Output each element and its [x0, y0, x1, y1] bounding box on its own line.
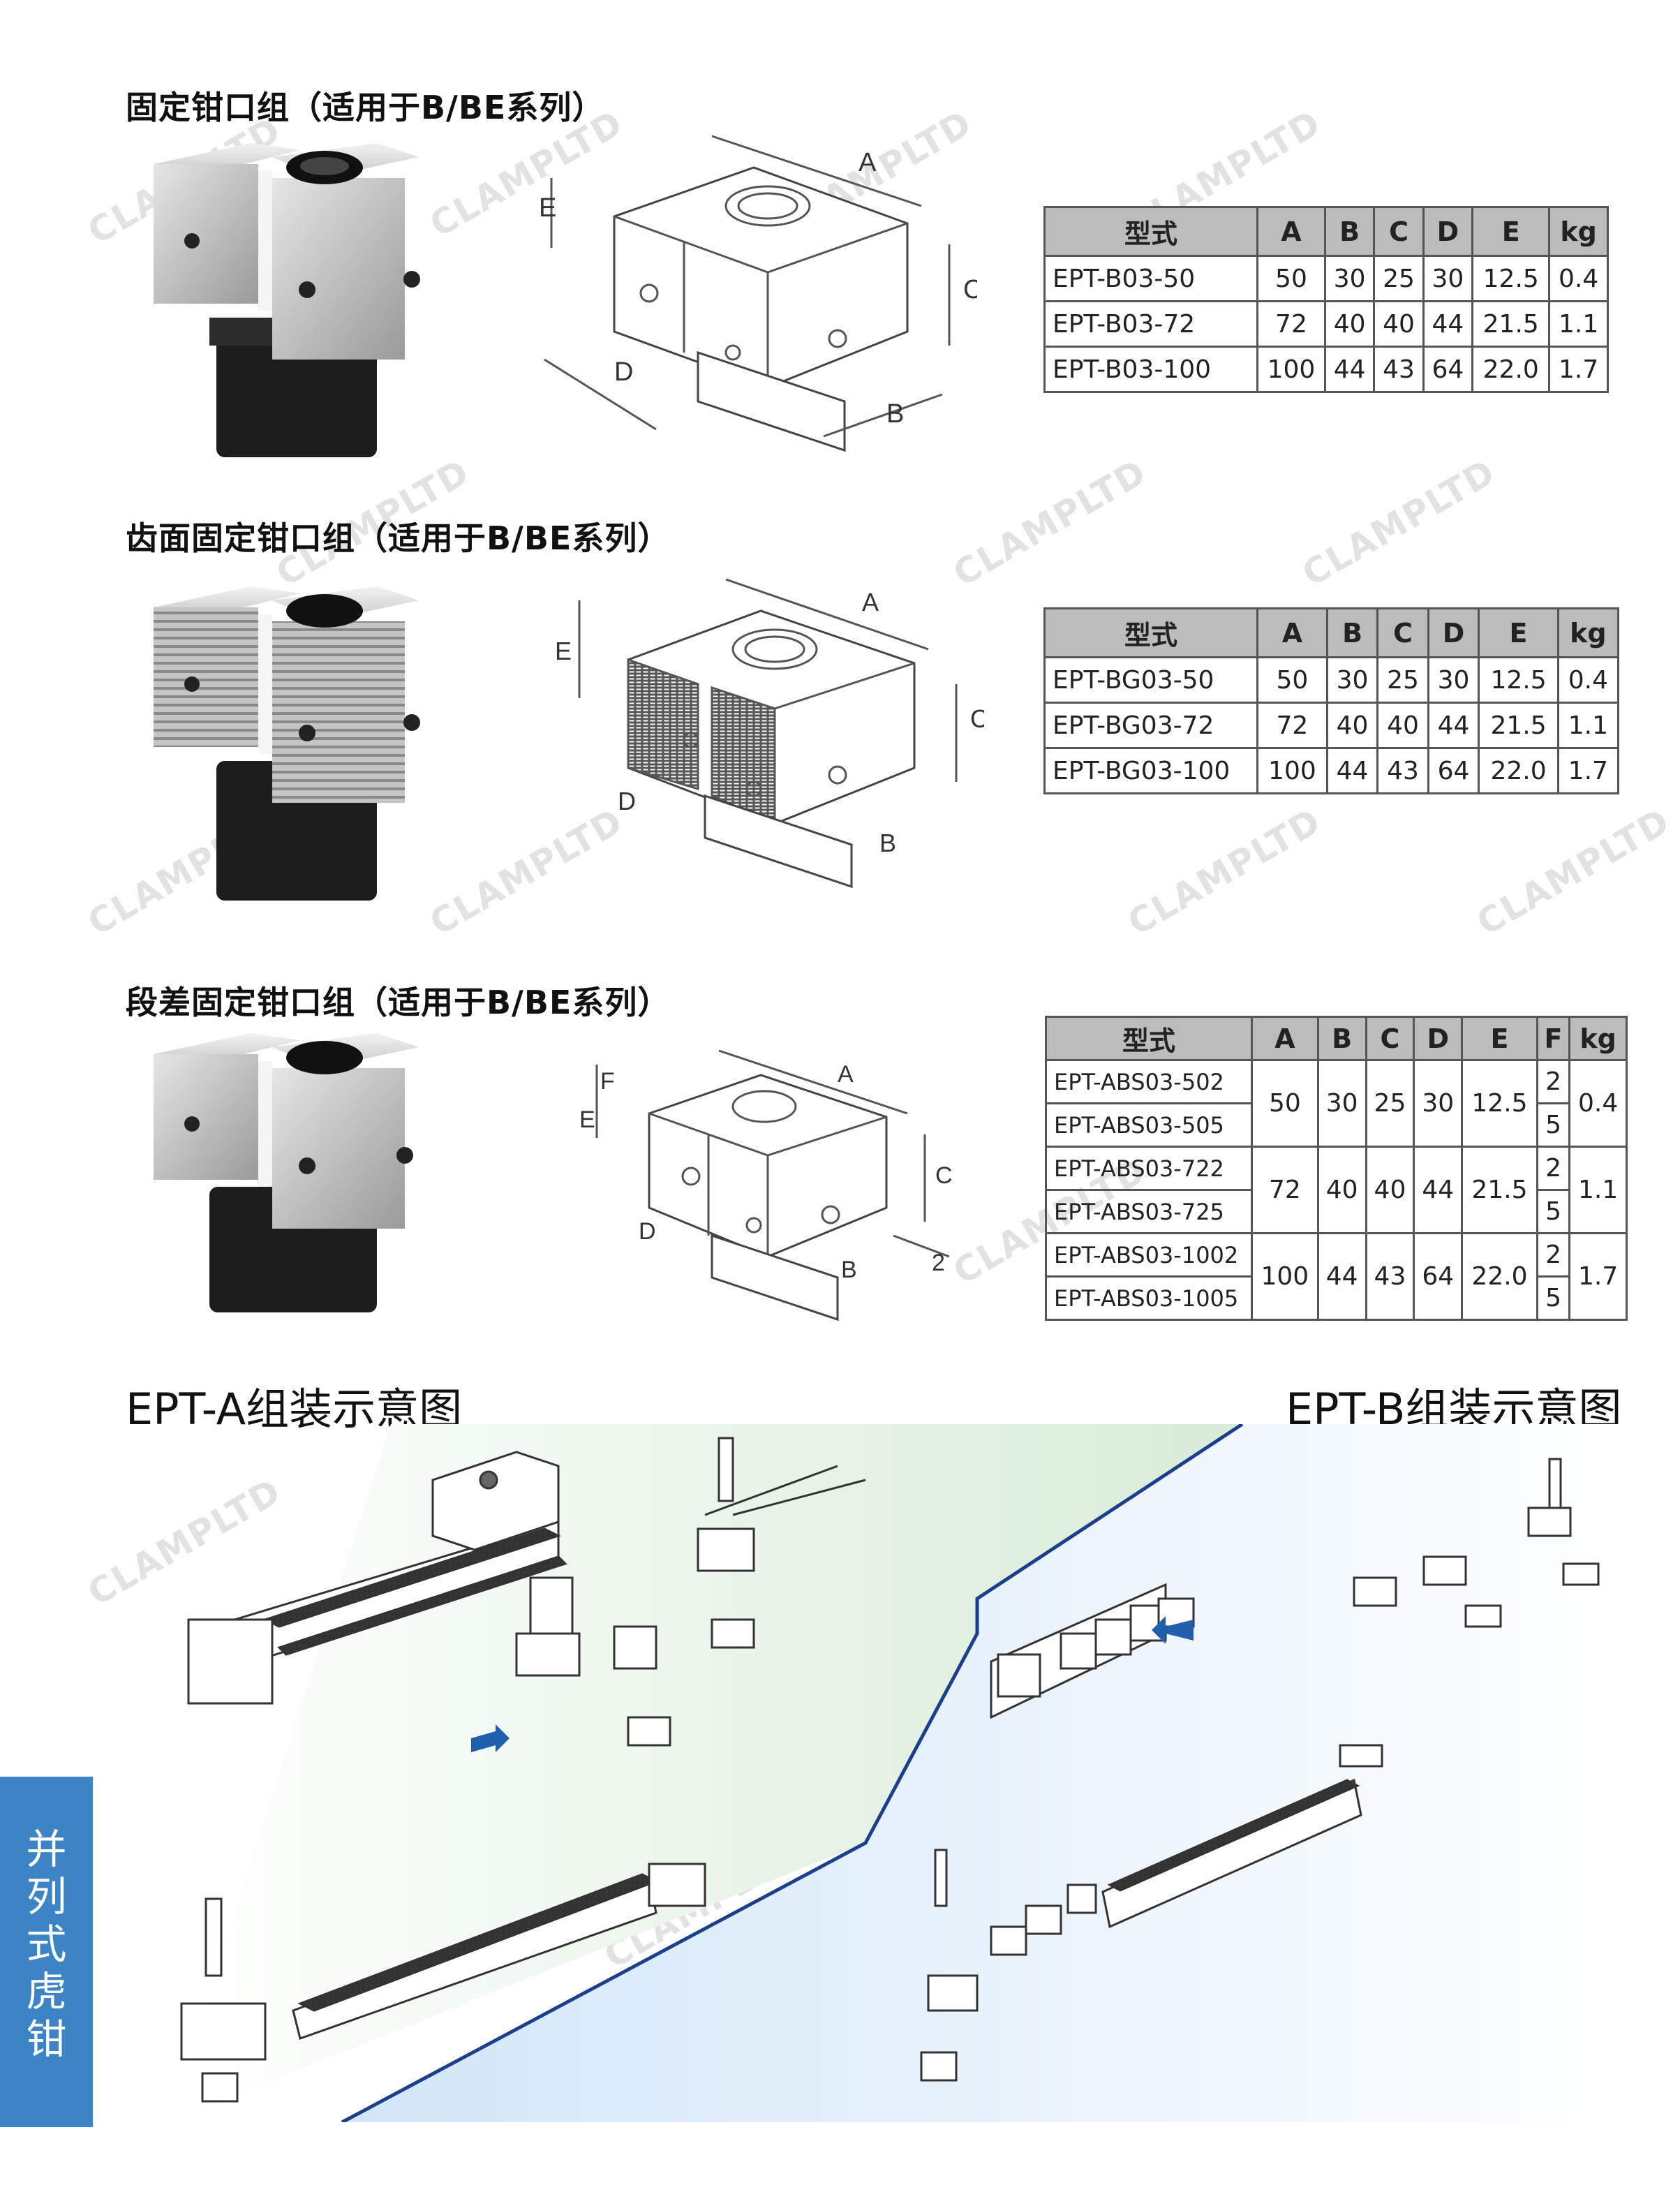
- table-header: D: [1422, 206, 1474, 257]
- assembly-diagram: [168, 1424, 1640, 2122]
- dim-label-a: A: [858, 148, 877, 177]
- dim-label-step: 2: [932, 1250, 945, 1276]
- table-header: B: [1323, 206, 1376, 257]
- dim-label-d: D: [639, 1218, 656, 1245]
- dim-label-e: E: [555, 637, 572, 665]
- background-right: [342, 1424, 1640, 2122]
- spec-table: 型式 A B C D E F kg EPT-ABS03-502 50 30 25…: [1045, 1016, 1628, 1321]
- table-header: D: [1413, 1016, 1464, 1061]
- table-header: B: [1325, 607, 1379, 658]
- dim-label-c: C: [963, 275, 977, 304]
- table-header: 型式: [1043, 607, 1258, 658]
- table-header: A: [1256, 607, 1328, 658]
- table-header: C: [1365, 1016, 1415, 1061]
- dim-label-b: B: [879, 829, 896, 857]
- jaw-photo: [154, 143, 420, 457]
- dim-label-d: D: [618, 787, 636, 815]
- dimension-drawing: A C E D B: [555, 578, 984, 889]
- table-header: kg: [1556, 607, 1620, 658]
- dimension-drawing: A C E D B: [539, 135, 977, 452]
- table-row: EPT-ABS03-502 50 30 25 30 12.5 2 0.4: [1045, 1059, 1628, 1148]
- table-header: 型式: [1045, 1016, 1253, 1061]
- dimension-drawing: A C E F D B 2: [579, 1049, 953, 1322]
- table-header: C: [1373, 206, 1425, 257]
- vise-a-assembled: [187, 1451, 567, 1705]
- watermark: CLAMPLTD: [1470, 800, 1677, 944]
- dim-label-e: E: [539, 193, 556, 223]
- vise-a-exploded-rail: [180, 1873, 659, 2103]
- dim-label-c: C: [970, 704, 984, 733]
- watermark: CLAMPLTD: [1295, 451, 1503, 595]
- table-header: A: [1256, 206, 1326, 257]
- table-row: EPT-ABS03-722 72 40 40 44 21.5 2 1.1: [1045, 1146, 1628, 1234]
- table-row: EPT-ABS03-1005 5: [1045, 1275, 1627, 1321]
- dim-label-c: C: [935, 1162, 953, 1189]
- section-title: 段差固定钳口组（适用于B/BE系列）: [126, 984, 671, 1021]
- table-row: EPT-ABS03-725 5: [1045, 1189, 1627, 1234]
- dim-label-f: F: [600, 1068, 615, 1095]
- watermark: CLAMPLTD: [1121, 800, 1328, 944]
- table-header: F: [1536, 1016, 1571, 1061]
- vise-b-assembled: [990, 1583, 1195, 1719]
- category-tab: 并 列 式 虎 钳: [0, 1777, 93, 2127]
- section-title: 齿面固定钳口组（适用于B/BE系列）: [126, 519, 671, 557]
- table-header: E: [1461, 1016, 1538, 1061]
- table-row: EPT-ABS03-505 5: [1045, 1102, 1627, 1148]
- dim-label-b: B: [886, 399, 904, 429]
- serrated-jaw-photo: [154, 586, 420, 901]
- table-header: E: [1471, 206, 1551, 257]
- table-header: A: [1251, 1016, 1319, 1061]
- table-header: E: [1478, 607, 1559, 658]
- vise-b-exploded-parts: [920, 1458, 1600, 2082]
- dim-label-a: A: [838, 1061, 854, 1088]
- table-header: kg: [1548, 206, 1609, 257]
- table-header: kg: [1568, 1016, 1628, 1061]
- dim-label-a: A: [862, 588, 879, 616]
- section-title: 固定钳口组（适用于B/BE系列）: [126, 89, 605, 126]
- dim-label-d: D: [614, 357, 633, 387]
- arrow-icon: [471, 1724, 510, 1752]
- table-header: C: [1376, 607, 1429, 658]
- divider-line: [341, 1424, 1244, 2122]
- table-header: B: [1316, 1016, 1367, 1061]
- table-header: D: [1427, 607, 1480, 658]
- step-jaw-photo: [154, 1033, 419, 1312]
- arrow-icon: [1152, 1616, 1194, 1644]
- category-tab-text: 并 列 式 虎 钳: [0, 1777, 93, 2063]
- table-header: 型式: [1043, 206, 1258, 257]
- dim-label-b: B: [841, 1257, 857, 1283]
- vise-b-exploded-rail: [1101, 1778, 1362, 1929]
- category-tab-label: 并 列 式 虎 钳: [26, 1826, 67, 2063]
- vise-a-exploded-parts: [515, 1437, 866, 1907]
- dim-label-e: E: [579, 1106, 595, 1133]
- table-row: EPT-ABS03-1002 100 44 43 64 22.0 2 1.7: [1045, 1232, 1628, 1321]
